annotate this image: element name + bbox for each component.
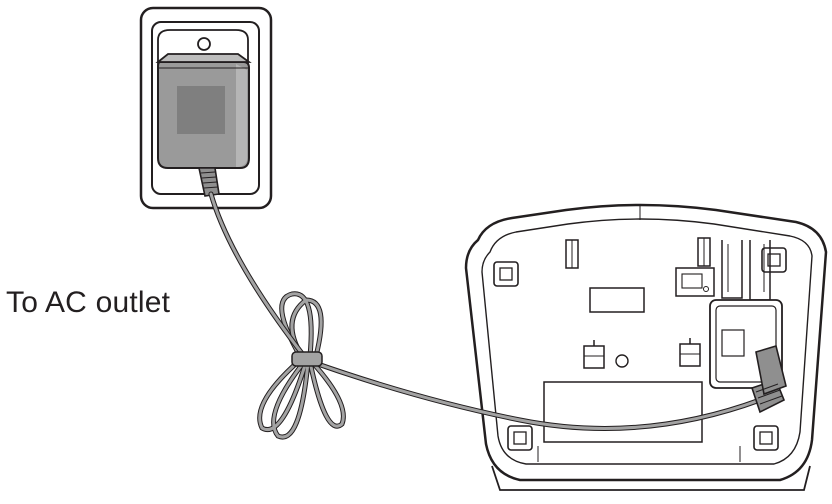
top-clip-right [697, 237, 711, 267]
ac-outlet-caption: To AC outlet [6, 286, 171, 319]
dc-plug-icon [750, 344, 787, 414]
corner-pad-bottom-left [507, 425, 533, 451]
corner-pad-top-left [493, 261, 519, 287]
ac-adapter-icon [155, 53, 252, 169]
jack-block [675, 267, 715, 297]
phone-base-unit-icon [464, 203, 828, 491]
corner-pad-top-right [761, 247, 787, 273]
bottom-label-area [543, 381, 703, 443]
top-clip-left [565, 239, 579, 269]
corner-pad-bottom-right [753, 425, 779, 451]
label-window [589, 287, 645, 313]
mid-clip-right [679, 338, 701, 367]
strain-relief-icon [198, 167, 220, 197]
mount-hole [615, 354, 629, 368]
mid-clip-left [583, 340, 605, 369]
power-cord-icon [208, 191, 763, 440]
